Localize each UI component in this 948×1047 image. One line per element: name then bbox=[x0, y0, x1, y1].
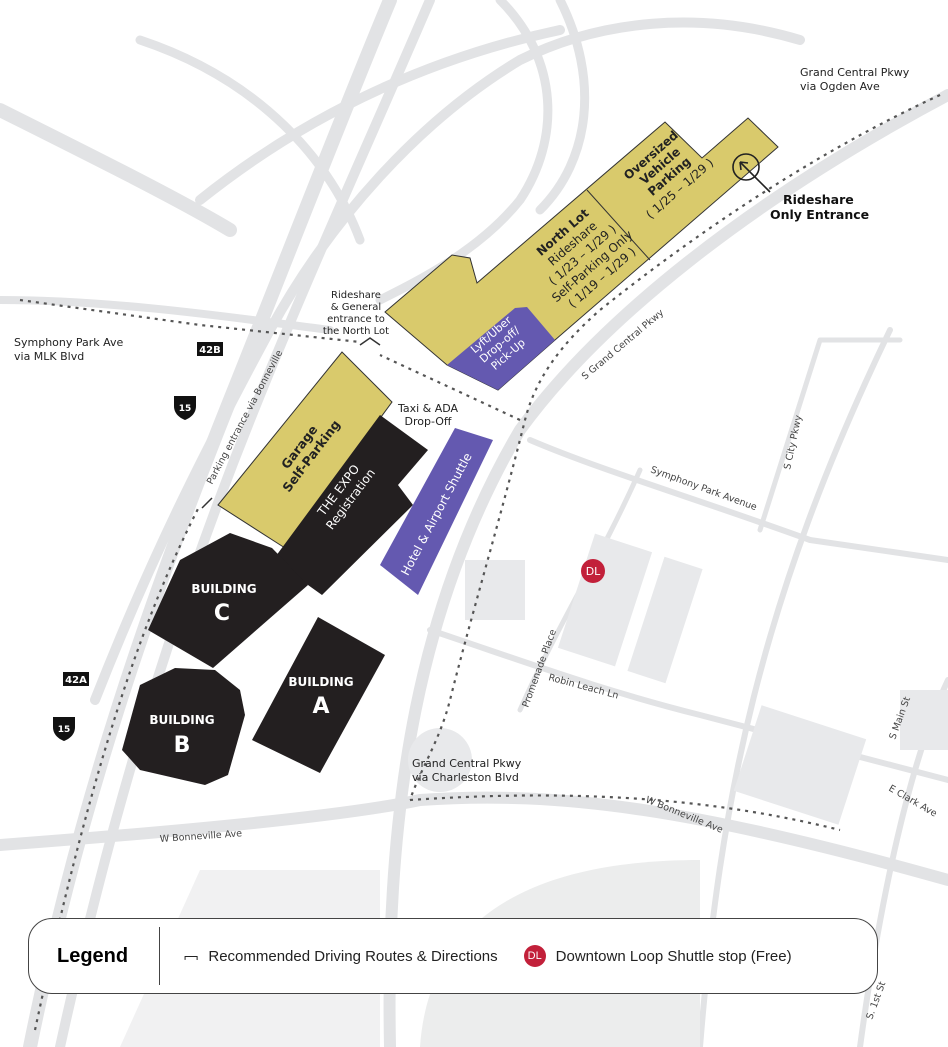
building-b-letter: B bbox=[174, 733, 191, 758]
entrance-label: entrance to bbox=[327, 314, 385, 325]
legend-divider bbox=[159, 927, 160, 985]
legend-shuttle-label: Downtown Loop Shuttle stop (Free) bbox=[555, 947, 792, 965]
building-c[interactable] bbox=[148, 533, 308, 668]
road-label: Grand Central Pkwy bbox=[412, 757, 522, 770]
driving-routes bbox=[19, 94, 941, 1031]
building-b-name: BUILDING bbox=[149, 713, 214, 727]
legend-item-routes: ⌐¬ Recommended Driving Routes & Directio… bbox=[184, 948, 498, 965]
legend-route-label: Recommended Driving Routes & Directions bbox=[208, 947, 498, 965]
legend-title: Legend bbox=[57, 944, 129, 967]
taxi-label: Drop-Off bbox=[405, 415, 452, 428]
dl-stop-label: DL bbox=[586, 565, 601, 578]
fork-arrow-icon bbox=[359, 337, 381, 346]
exit-42a-sign bbox=[63, 672, 89, 686]
interstate-number: 15 bbox=[58, 725, 71, 735]
legend: Legend ⌐¬ Recommended Driving Routes & D… bbox=[28, 918, 878, 994]
lyft-uber-zone[interactable] bbox=[447, 307, 555, 390]
rideshare-entrance-label: Rideshare bbox=[783, 192, 854, 207]
entrance-label: the North Lot bbox=[323, 326, 389, 337]
dl-badge-icon: DL bbox=[523, 945, 546, 967]
route-ogden bbox=[408, 94, 941, 801]
road-label: Symphony Park Ave bbox=[14, 336, 124, 349]
building-b[interactable] bbox=[122, 668, 245, 785]
road-label: Grand Central Pkwy bbox=[800, 66, 910, 79]
exit-42b-label: 42B bbox=[199, 345, 221, 356]
interstate-number: 15 bbox=[179, 404, 192, 414]
route-taxi bbox=[379, 354, 521, 421]
entrance-circle-icon bbox=[732, 153, 760, 181]
road-label: Promenade Place bbox=[520, 628, 558, 709]
building-a-letter: A bbox=[312, 694, 329, 719]
building-a[interactable] bbox=[252, 617, 385, 773]
road-label: via MLK Blvd bbox=[14, 350, 84, 363]
entrance-label: Rideshare bbox=[331, 290, 381, 301]
hotel-airport-shuttle[interactable] bbox=[380, 428, 493, 595]
expo-registration[interactable] bbox=[273, 415, 428, 595]
building-a-name: BUILDING bbox=[288, 675, 353, 689]
garage-self-parking[interactable] bbox=[217, 351, 393, 549]
route-chevron-icon: ⌐¬ bbox=[184, 948, 198, 964]
route-charleston bbox=[409, 794, 841, 832]
road-label: via Charleston Blvd bbox=[412, 771, 519, 784]
interstate-shield-icon bbox=[53, 717, 75, 741]
rideshare-entrance-label: Only Entrance bbox=[770, 207, 869, 222]
north-lot[interactable] bbox=[384, 117, 779, 391]
turn-arrow-icon bbox=[201, 497, 213, 509]
interstate-shield-icon bbox=[174, 396, 196, 420]
entrance-arrow-icon bbox=[739, 161, 771, 193]
entrance-label: & General bbox=[331, 302, 381, 313]
legend-item-shuttle: DL Downtown Loop Shuttle stop (Free) bbox=[523, 945, 792, 967]
road-label: via Ogden Ave bbox=[800, 80, 880, 93]
taxi-label: Taxi & ADA bbox=[397, 402, 459, 415]
building-c-name: BUILDING bbox=[191, 582, 256, 596]
building-c-letter: C bbox=[214, 601, 230, 626]
lot-divider bbox=[586, 189, 651, 261]
route-symphony bbox=[19, 298, 361, 344]
exit-42b-sign bbox=[197, 342, 223, 356]
exit-42a-label: 42A bbox=[65, 675, 87, 686]
downtown-loop-stop[interactable] bbox=[581, 559, 605, 583]
